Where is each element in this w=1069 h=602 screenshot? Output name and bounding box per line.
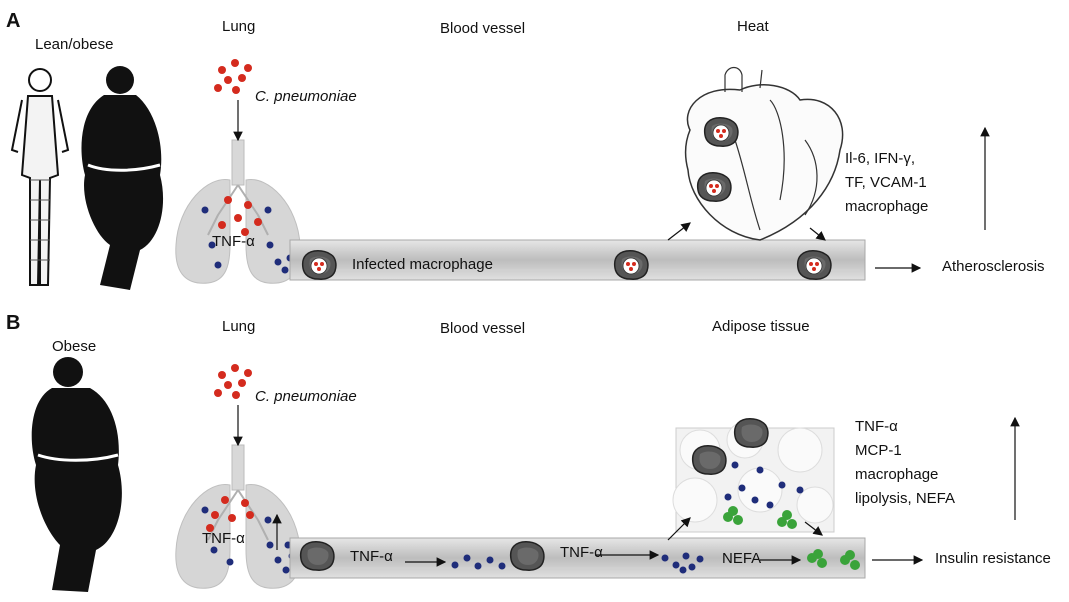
nefa-dots [807, 549, 860, 570]
vessel-cytokine-label: TNF-α [560, 544, 603, 561]
vessel-cytokine-label: TNF-α [350, 548, 393, 565]
vessel-nefa-label: NEFA [722, 550, 762, 567]
lung-cytokine-label: TNF-α [202, 530, 245, 547]
arrow [809, 227, 826, 241]
lung-icon [174, 139, 302, 285]
blood-vessel-label: Blood vessel [440, 320, 526, 337]
marker-line: macrophage [855, 466, 939, 483]
heart-icon [684, 66, 844, 241]
arrow [667, 517, 691, 541]
panel-a [10, 59, 990, 290]
infected-macrophage [615, 251, 648, 279]
organ-label: Heat [737, 18, 769, 35]
obese-person-icon [81, 66, 164, 290]
macrophage [733, 418, 769, 448]
people-label: Obese [52, 338, 97, 355]
pathogen-cluster [214, 364, 252, 399]
infected-macrophage [705, 118, 738, 146]
marker-line: lipolysis, NEFA [855, 490, 956, 507]
macrophage [509, 541, 545, 571]
infected-macrophage [798, 251, 831, 279]
pathogen-label: C. pneumoniae [255, 388, 357, 405]
marker-line: macrophage [845, 198, 929, 215]
lean-person-icon [10, 68, 70, 286]
macrophage [299, 541, 335, 571]
blood-vessel [289, 537, 866, 579]
marker-line: MCP-1 [855, 442, 902, 459]
lung-label: Lung [222, 18, 256, 35]
blood-vessel [289, 239, 866, 281]
blood-vessel-label: Blood vessel [440, 20, 526, 37]
infected-macrophage [698, 173, 731, 201]
organ-label: Adipose tissue [712, 318, 810, 335]
panel-b [31, 357, 1020, 592]
marker-line: Il-6, IFN-γ, [845, 150, 915, 167]
marker-line: TNF-α [855, 418, 898, 435]
panel-a-letter: A [6, 10, 21, 32]
lung-icon [174, 444, 302, 590]
outcome-label: Atherosclerosis [942, 258, 1045, 275]
arrow [667, 222, 691, 241]
macrophage [691, 445, 727, 475]
people-label: Lean/obese [35, 36, 114, 53]
lung-label: Lung [222, 318, 256, 335]
pathogen-label: C. pneumoniae [255, 88, 357, 105]
marker-line: TF, VCAM-1 [845, 174, 927, 191]
infected-macrophage [303, 251, 336, 279]
pathogen-cluster [214, 59, 252, 94]
vessel-tnf-dots [451, 552, 704, 574]
arrow [804, 521, 823, 536]
obese-person-icon [31, 357, 122, 592]
macrophage-label: Infected macrophage [352, 256, 493, 273]
panel-b-letter: B [6, 312, 21, 334]
outcome-label: Insulin resistance [935, 550, 1051, 567]
lung-cytokine-label: TNF-α [212, 233, 255, 250]
